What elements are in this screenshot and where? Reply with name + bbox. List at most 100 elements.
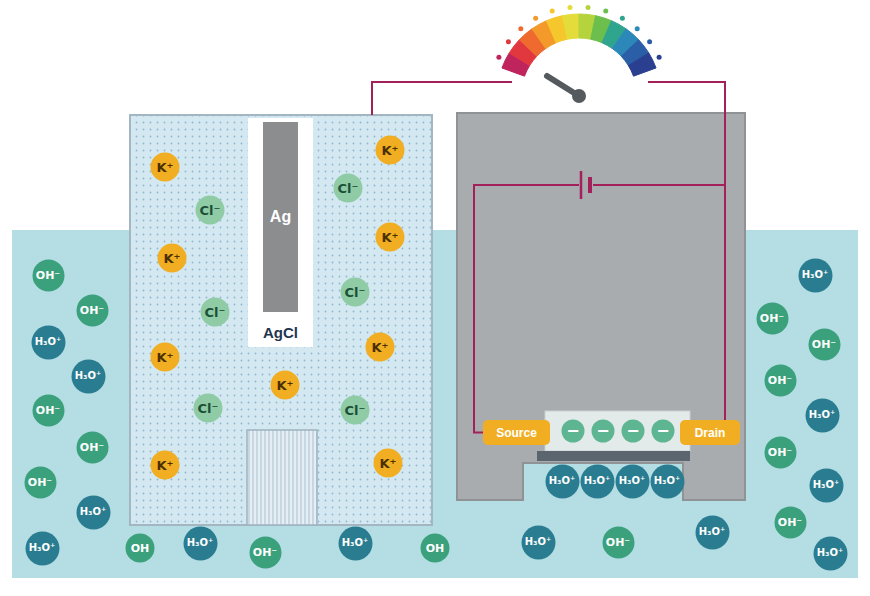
ion-label: H₃O⁺ [699,527,726,537]
charge-carrier: − [621,419,645,443]
meter-wire [648,82,725,185]
terminal-pad: Source [483,420,550,445]
ion-circle: H₃O⁺ [615,464,650,499]
ion-disc [652,420,675,443]
ion-circle: K⁺ [365,332,395,362]
ion-label: − [596,423,609,439]
electrode-label: AgCl [263,325,298,340]
ion-disc [798,258,832,292]
ion-label: OH⁻ [768,375,792,386]
charge-carrier: − [561,419,585,443]
ion-label: H₃O⁺ [817,548,844,558]
meter-pivot [572,89,586,103]
electrolyte-fill [131,116,431,524]
ion-disc [31,325,65,359]
ion-label: H₃O⁺ [802,270,829,280]
ion-circle: OH⁻ [32,394,65,427]
ion-disc [183,526,217,560]
ion-label: K⁺ [277,379,294,392]
ion-circle: OH⁻ [32,259,65,292]
ion-label: OH⁻ [80,305,104,316]
ion-circle: H₃O⁺ [76,495,111,530]
ion-label: OH⁻ [606,537,630,548]
battery-plate [580,171,583,199]
ion-label: K⁺ [157,351,174,364]
ion-disc [650,464,684,498]
ion-disc [196,196,225,225]
ion-disc [151,451,180,480]
ion-circle: H₃O⁺ [650,464,685,499]
ion-label: K⁺ [164,252,181,265]
ion-circle: OH⁻ [24,466,57,499]
isfet-housing [457,113,745,500]
ion-circle: K⁺ [150,152,180,182]
meter-tick [550,9,555,14]
ion-label: H₃O⁺ [75,371,102,381]
meter-tick [518,26,523,31]
ion-label: OH⁻ [812,339,836,350]
terminal-label: Drain [695,427,726,439]
meter-tick [620,16,625,21]
ion-label: H₃O⁺ [525,537,552,547]
ion-disc [695,515,729,549]
ion-label: Cl⁻ [198,402,219,415]
ion-label: H₃O⁺ [809,410,836,420]
electrode-label: Ag [270,209,291,225]
ion-disc [158,244,187,273]
ion-label: H₃O⁺ [813,480,840,490]
transistor-channel [545,411,690,451]
ion-disc [271,371,300,400]
ion-label: Cl⁻ [338,182,359,195]
meter-tick [657,55,662,60]
ion-disc [774,506,806,538]
ion-disc [201,298,230,327]
ion-disc [808,328,840,360]
ion-disc [25,531,59,565]
ion-disc [151,153,180,182]
ion-circle: K⁺ [150,342,180,372]
ion-circle: OH⁻ [249,536,282,569]
ion-disc [376,136,405,165]
ion-disc [249,536,281,568]
ion-circle: H₃O⁺ [31,325,66,360]
ion-circle: H₃O⁺ [798,258,833,293]
ion-label: Cl⁻ [200,204,221,217]
meter-tick [603,9,608,14]
ion-label: Cl⁻ [205,306,226,319]
ion-disc [764,364,796,396]
ion-circle: H₃O⁺ [813,536,848,571]
ion-label: − [566,423,579,439]
ion-disc [756,302,788,334]
meter-scale [562,14,579,39]
reference-electrode-body [130,115,432,525]
ion-label: Cl⁻ [345,286,366,299]
ion-circle: K⁺ [375,222,405,252]
ion-circle: H₃O⁺ [521,525,556,560]
ion-label: OH⁻ [778,517,802,528]
ion-disc [809,468,843,502]
ion-label: K⁺ [157,459,174,472]
ion-circle: OH⁻ [76,431,109,464]
meter-tick [533,16,538,21]
ion-label: K⁺ [380,457,397,470]
ion-disc [76,431,108,463]
ion-circle: K⁺ [375,135,405,165]
ion-circle: OH [420,533,450,563]
ion-disc [813,536,847,570]
ion-circle: Cl⁻ [193,393,223,423]
ion-circle: H₃O⁺ [695,515,730,550]
circuit-wire [474,185,725,433]
terminal-label: Source [496,427,537,439]
battery-plate [588,177,592,193]
ion-circle: OH⁻ [764,364,797,397]
ion-circle: Cl⁻ [195,195,225,225]
ion-label: K⁺ [372,341,389,354]
charge-carrier: − [651,419,675,443]
ion-circle: H₃O⁺ [580,464,615,499]
ion-label: OH⁻ [36,405,60,416]
gate-insulator [537,451,690,461]
ion-label: − [626,423,639,439]
ion-disc [366,333,395,362]
ion-label: OH⁻ [760,313,784,324]
